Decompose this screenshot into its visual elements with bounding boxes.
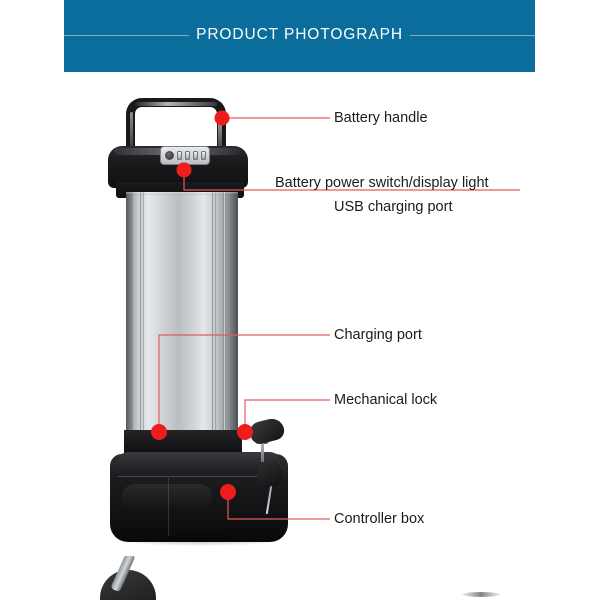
header-banner [64, 0, 535, 72]
peek-faint-shape [462, 592, 500, 597]
callout-label-charging-port: Charging port [334, 327, 422, 343]
battery-handle-graphic [126, 98, 226, 164]
battery-display-panel[interactable] [160, 146, 210, 165]
body-groove [140, 192, 144, 502]
controller-box-top-face [118, 452, 280, 472]
header-rule-right [409, 34, 536, 36]
callout-label-battery-handle: Battery handle [334, 110, 428, 126]
next-image-peek [0, 556, 600, 600]
handle-right-highlight [218, 112, 222, 160]
body-top-bevel [126, 192, 238, 195]
led-indicator-icon [185, 151, 190, 160]
power-button-icon[interactable] [165, 151, 174, 160]
led-indicator-icon [201, 151, 206, 160]
key-icon [247, 416, 287, 446]
header-title-bar: PRODUCT PHOTOGRAPH [64, 22, 536, 48]
peek-knob-shape [100, 570, 156, 600]
callout-label-power-switch: Battery power switch/display light [275, 175, 489, 191]
handle-top-highlight [135, 102, 217, 106]
controller-box-shadow [116, 534, 284, 546]
handle-left-highlight [130, 112, 133, 160]
callout-label-usb-port: USB charging port [334, 199, 453, 215]
header-rule-left [64, 34, 190, 36]
key-fob [257, 460, 283, 488]
page-title: PRODUCT PHOTOGRAPH [196, 26, 403, 43]
product-photo-stage [0, 72, 600, 600]
key-shaft [261, 440, 264, 462]
callout-label-mechanical-lock: Mechanical lock [334, 392, 438, 408]
led-indicator-icon [177, 151, 182, 160]
controller-box-seam [168, 478, 169, 536]
controller-box-seam [118, 476, 278, 477]
body-left-edge [126, 192, 133, 502]
controller-box-highlight [122, 484, 212, 510]
led-indicator-icon [193, 151, 198, 160]
callout-label-controller-box: Controller box [334, 511, 425, 527]
